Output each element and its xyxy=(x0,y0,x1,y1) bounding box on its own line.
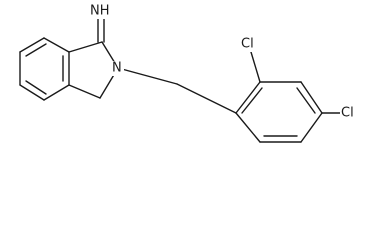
bond xyxy=(235,112,261,143)
benzo-ring xyxy=(19,37,70,101)
bond xyxy=(68,84,101,99)
bond xyxy=(250,51,261,83)
bond xyxy=(300,81,323,114)
chloro-ortho-label: Cl xyxy=(241,37,254,52)
bond xyxy=(68,41,103,53)
ethyl-linker xyxy=(117,67,237,114)
aromatic-inner-bond xyxy=(241,87,263,114)
bond xyxy=(117,67,178,85)
bond xyxy=(300,112,323,143)
chemical-structure: NH N Cl Cl xyxy=(19,3,361,143)
bond xyxy=(43,37,70,53)
bond xyxy=(235,81,261,114)
ring-nitrogen-label: N xyxy=(112,61,122,76)
atom-labels: NH N Cl Cl xyxy=(89,3,361,121)
five-membered-ring xyxy=(68,41,119,99)
bond xyxy=(43,84,70,101)
dichlorophenyl-ring xyxy=(235,81,323,143)
label-background xyxy=(111,61,124,76)
label-background xyxy=(340,105,361,121)
aromatic-inner-bond xyxy=(296,87,316,114)
bond xyxy=(176,83,237,114)
chloro-bonds xyxy=(250,51,341,114)
aromatic-inner-bond xyxy=(25,80,47,95)
bond xyxy=(19,84,45,101)
imine-nh-label: NH xyxy=(90,4,110,19)
chloro-para-label: Cl xyxy=(341,106,354,121)
label-background xyxy=(240,36,260,52)
bond xyxy=(19,37,45,53)
label-background xyxy=(89,3,117,19)
imine-double-bond xyxy=(97,18,105,43)
aromatic-inner-bond xyxy=(25,43,47,57)
